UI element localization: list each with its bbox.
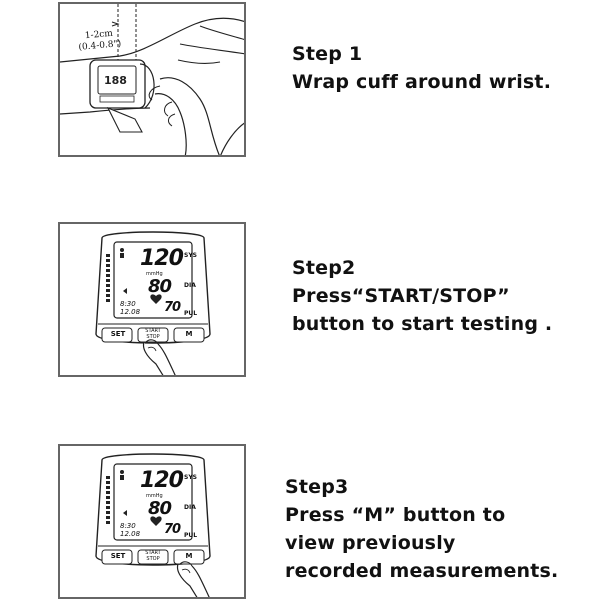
monitor-device bbox=[95, 231, 211, 375]
m-button[interactable]: M bbox=[185, 330, 193, 338]
time-display: 8:30 bbox=[120, 522, 136, 530]
wrist-cuff-drawing: 188 bbox=[60, 4, 244, 155]
dia-value: 80 bbox=[148, 276, 172, 297]
sys-label: SYS bbox=[184, 474, 197, 481]
start-label: START bbox=[145, 550, 161, 556]
step2-line2: button to start testing . bbox=[292, 313, 553, 335]
pul-label: PUL bbox=[184, 310, 198, 317]
pul-label: PUL bbox=[184, 532, 198, 539]
m-button[interactable]: M bbox=[185, 552, 193, 560]
start-stop-button[interactable]: START STOP bbox=[138, 328, 168, 340]
step2-illustration: 120 SYS mmHg 80 DIA 8:30 12.08 70 PUL SE… bbox=[58, 222, 246, 377]
date-display: 12.08 bbox=[120, 308, 141, 316]
dia-value: 80 bbox=[148, 498, 172, 519]
unit-label: mmHg bbox=[146, 271, 163, 277]
step3-title: Step3 bbox=[285, 476, 349, 498]
stop-label: STOP bbox=[146, 334, 160, 340]
step2-title: Step2 bbox=[292, 257, 356, 279]
step1-description: Wrap cuff around wrist. bbox=[292, 71, 552, 93]
unit-label: mmHg bbox=[146, 493, 163, 499]
sys-label: SYS bbox=[184, 252, 197, 259]
step2-line1: Press“START/STOP” bbox=[292, 285, 510, 307]
step1-title: Step 1 bbox=[292, 43, 363, 65]
set-button[interactable]: SET bbox=[110, 330, 126, 338]
step3-line2: view previously bbox=[285, 532, 456, 554]
stop-label: STOP bbox=[146, 556, 160, 562]
start-stop-button[interactable]: START STOP bbox=[138, 550, 168, 562]
step3-text: Step3 Press “M” button to view previousl… bbox=[285, 473, 558, 585]
start-label: START bbox=[145, 328, 161, 334]
pul-value: 70 bbox=[164, 522, 181, 537]
step1-illustration: 188 1-2cm (0.4-0.8") bbox=[58, 2, 246, 157]
step3-line3: recorded measurements. bbox=[285, 560, 559, 582]
date-display: 12.08 bbox=[120, 530, 141, 538]
dia-label: DIA bbox=[184, 504, 196, 511]
set-button[interactable]: SET bbox=[110, 552, 126, 560]
sys-value: 120 bbox=[140, 246, 184, 271]
step3-illustration: 120 SYS mmHg 80 DIA 8:30 12.08 70 PUL SE… bbox=[58, 444, 246, 599]
step1-text: Step 1 Wrap cuff around wrist. bbox=[292, 40, 551, 96]
sys-value: 120 bbox=[140, 468, 184, 493]
step2-text: Step2 Press“START/STOP” button to start … bbox=[292, 254, 552, 338]
time-display: 8:30 bbox=[120, 300, 136, 308]
dia-label: DIA bbox=[184, 282, 196, 289]
monitor-device-m bbox=[95, 453, 211, 597]
pul-value: 70 bbox=[164, 300, 181, 315]
measure-label: 1-2cm (0.4-0.8") bbox=[77, 28, 122, 54]
svg-text:188: 188 bbox=[104, 74, 127, 87]
step3-line1: Press “M” button to bbox=[285, 504, 506, 526]
